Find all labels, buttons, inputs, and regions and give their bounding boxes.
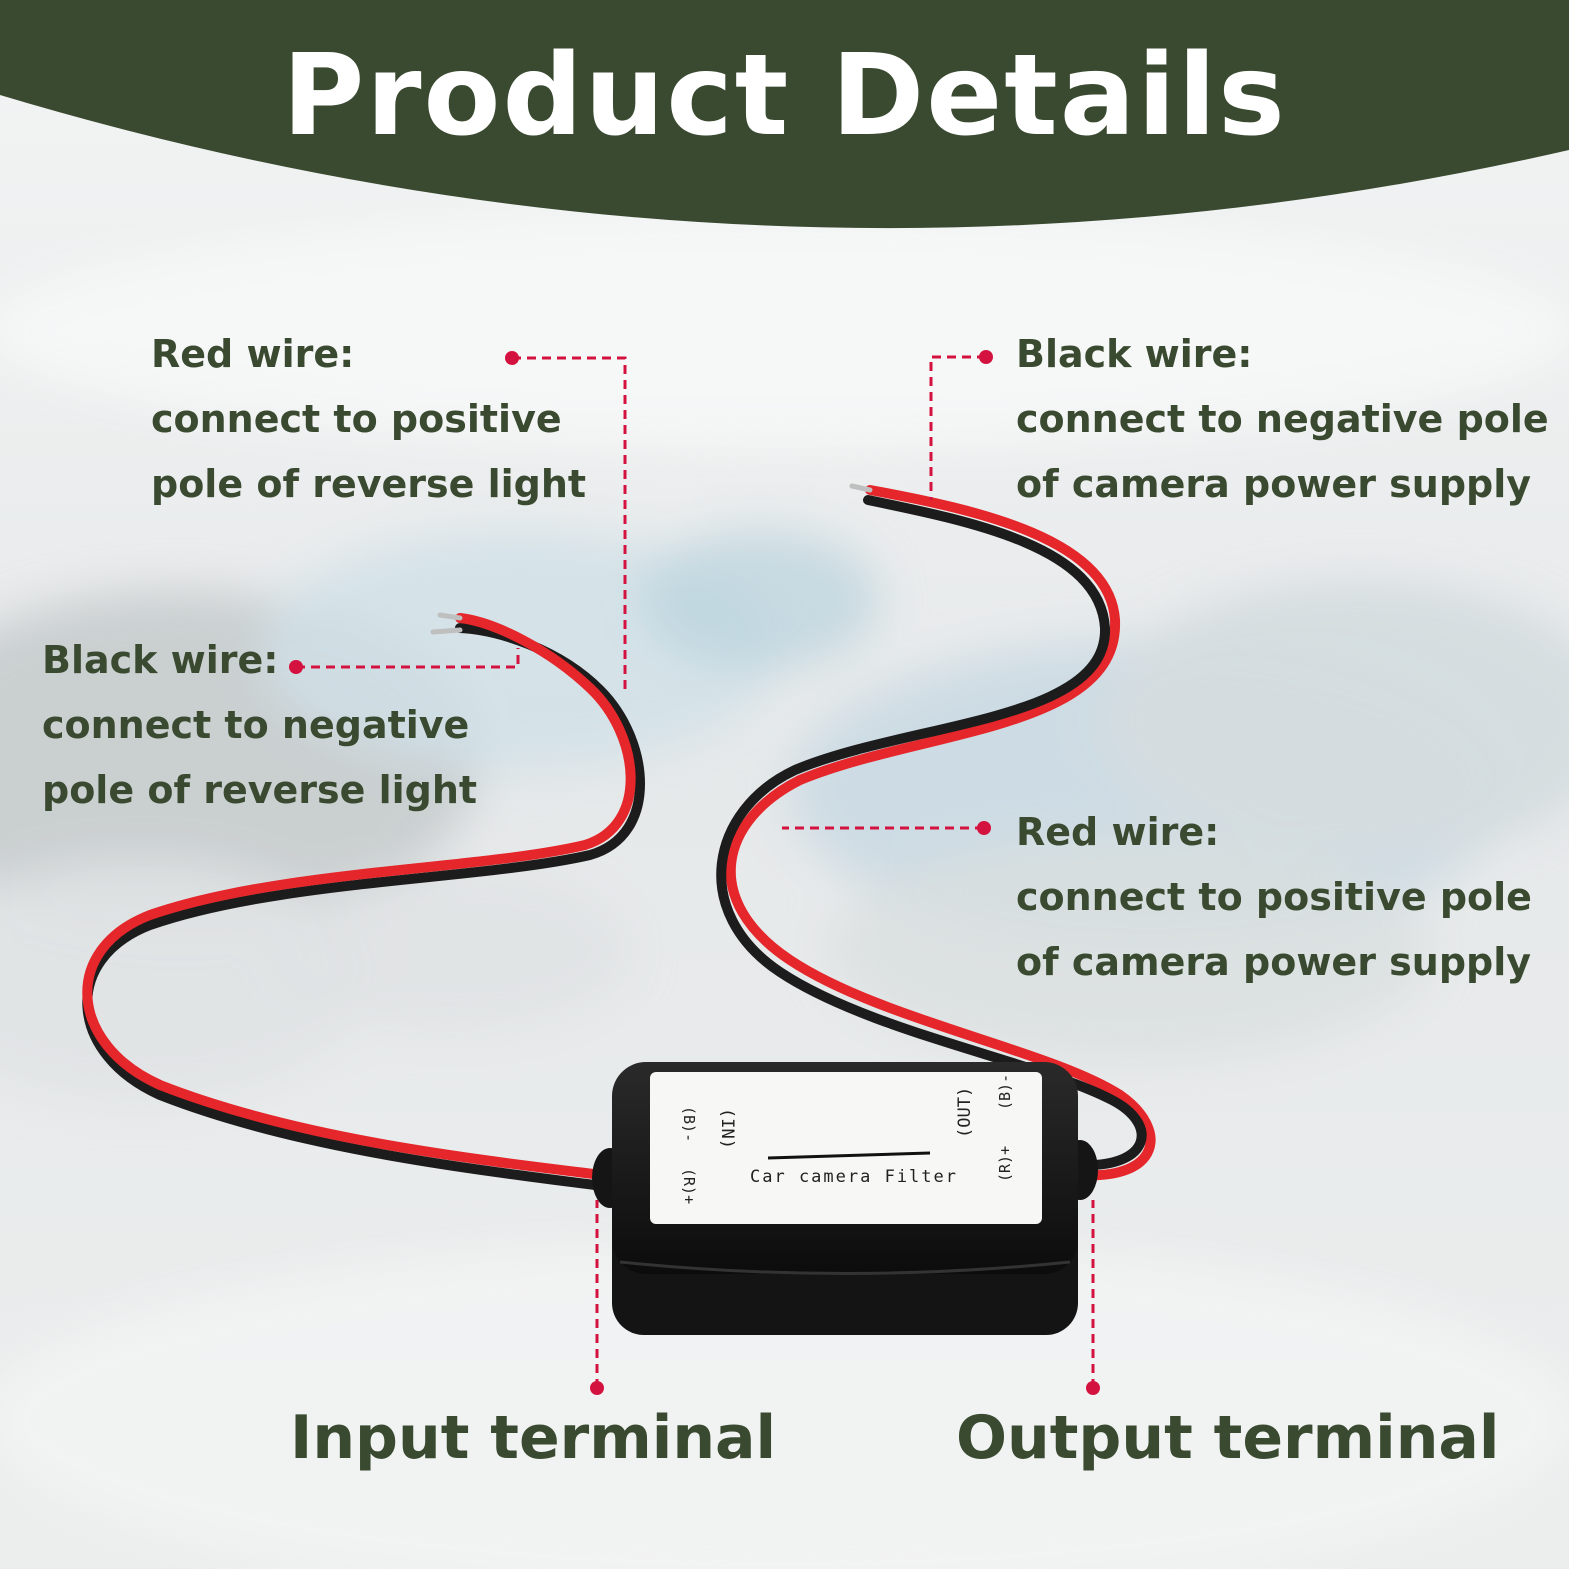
callout-text: of camera power supply [1016, 462, 1532, 506]
callout-text: pole of reverse light [151, 462, 587, 506]
filter-device: Car camera Filter (IN) (B)- (R)+ (OUT) (… [592, 1062, 1098, 1335]
callout-black-wire-output: Black wire: connect to negative pole of … [1016, 322, 1549, 517]
dot-input-terminal [590, 1381, 604, 1395]
device-label: Car camera Filter [750, 1167, 958, 1187]
dot-output-terminal [1086, 1381, 1100, 1395]
device-output-b-minus: (B)- [996, 1074, 1014, 1110]
callout-heading: Red wire: [151, 332, 355, 376]
callout-heading: Black wire: [42, 638, 279, 682]
callout-leaders [296, 355, 1095, 1388]
page-title: Product Details [282, 31, 1287, 161]
callout-heading: Black wire: [1016, 332, 1253, 376]
callout-text: connect to positive [151, 397, 562, 441]
dot-red-wire-output [977, 821, 991, 835]
output-terminal-label: Output terminal [956, 1403, 1500, 1473]
device-in-mark: (IN) [717, 1108, 737, 1149]
input-terminal-label: Input terminal [290, 1403, 777, 1473]
device-sticker [650, 1072, 1042, 1224]
device-out-mark: (OUT) [955, 1087, 975, 1138]
dot-red-wire-input [505, 351, 519, 365]
output-wire [716, 483, 1156, 1181]
leader-black-wire-output [929, 355, 986, 500]
callout-text: connect to negative pole [1016, 397, 1549, 441]
callout-text: connect to positive pole [1016, 875, 1532, 919]
header-band [0, 0, 1569, 229]
device-output-r-plus: (R)+ [996, 1146, 1014, 1182]
input-wire [82, 612, 645, 1191]
callout-text: connect to negative [42, 703, 470, 747]
callout-heading: Red wire: [1016, 810, 1220, 854]
callout-black-wire-input: Black wire: connect to negative pole of … [42, 628, 477, 823]
dot-black-wire-input [289, 660, 303, 674]
callout-dots [289, 350, 1100, 1395]
dot-black-wire-output [979, 350, 993, 364]
leader-red-wire-input [512, 356, 627, 690]
device-input-b-minus: (B)- [680, 1106, 698, 1142]
callout-text: of camera power supply [1016, 940, 1532, 984]
device-input-r-plus: (R)+ [680, 1168, 698, 1204]
callout-red-wire-output: Red wire: connect to positive pole of ca… [1016, 800, 1532, 995]
callout-text: pole of reverse light [42, 768, 478, 812]
callout-red-wire-input: Red wire: connect to positive pole of re… [151, 322, 586, 517]
